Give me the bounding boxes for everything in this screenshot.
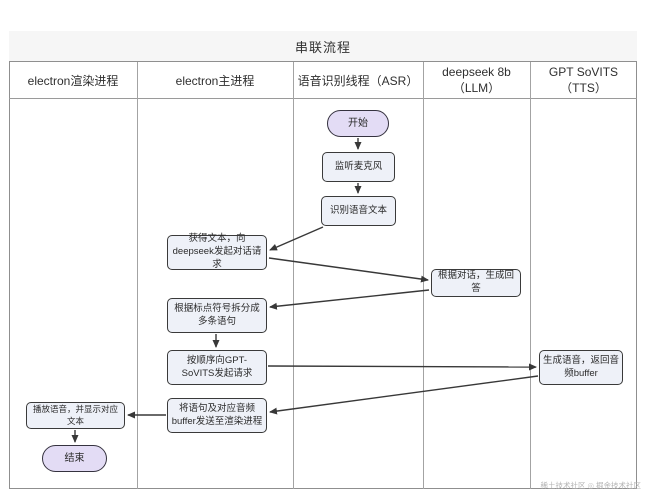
flow-node-gen-speech: 生成语音，返回音频buffer — [539, 350, 623, 385]
lane-divider-3 — [530, 62, 531, 489]
flow-node-request-tts: 按顺序向GPT-SoVITS发起请求 — [167, 350, 267, 385]
lane-header-2: 语音识别线程（ASR） — [297, 73, 419, 88]
flow-node-start: 开始 — [327, 110, 389, 137]
lane-header-3: deepseek 8b（LLM） — [442, 64, 511, 95]
diagram-title-bar: 串联流程 — [9, 31, 637, 62]
flow-node-respond: 根据对话，生成回答 — [431, 269, 521, 297]
flow-node-listen-mic: 监听麦克风 — [322, 152, 395, 182]
lane-header-row: electron渲染进程 electron主进程 语音识别线程（ASR） deepse… — [9, 62, 637, 99]
watermark-right: 掘金技术社区 — [596, 481, 641, 490]
flow-node-split: 根据标点符号拆分成多条语句 — [167, 298, 267, 333]
watermark-logo-icon: ◎ — [587, 481, 594, 490]
lane-divider-2 — [423, 62, 424, 489]
flow-node-end: 结束 — [42, 445, 107, 472]
flow-node-get-text: 获得文本，向deepseek发起对话请求 — [167, 233, 267, 270]
lane-header-1: electron主进程 — [175, 73, 255, 88]
flow-node-recognize: 识别语音文本 — [321, 196, 396, 226]
lane-header-4: GPT SoVITS（TTS） — [548, 64, 619, 95]
lane-header-0: electron渲染进程 — [27, 73, 119, 88]
lane-divider-1 — [293, 62, 294, 489]
flow-node-play: 播放语音，并显示对应文本 — [26, 402, 125, 429]
flow-node-send: 将语句及对应音频buffer发送至渲染进程 — [167, 398, 267, 433]
diagram-title: 串联流程 — [294, 39, 351, 55]
watermark: 稀土技术社区◎掘金技术社区 — [540, 480, 641, 491]
lane-divider-0 — [137, 62, 138, 489]
watermark-left: 稀土技术社区 — [540, 481, 586, 490]
